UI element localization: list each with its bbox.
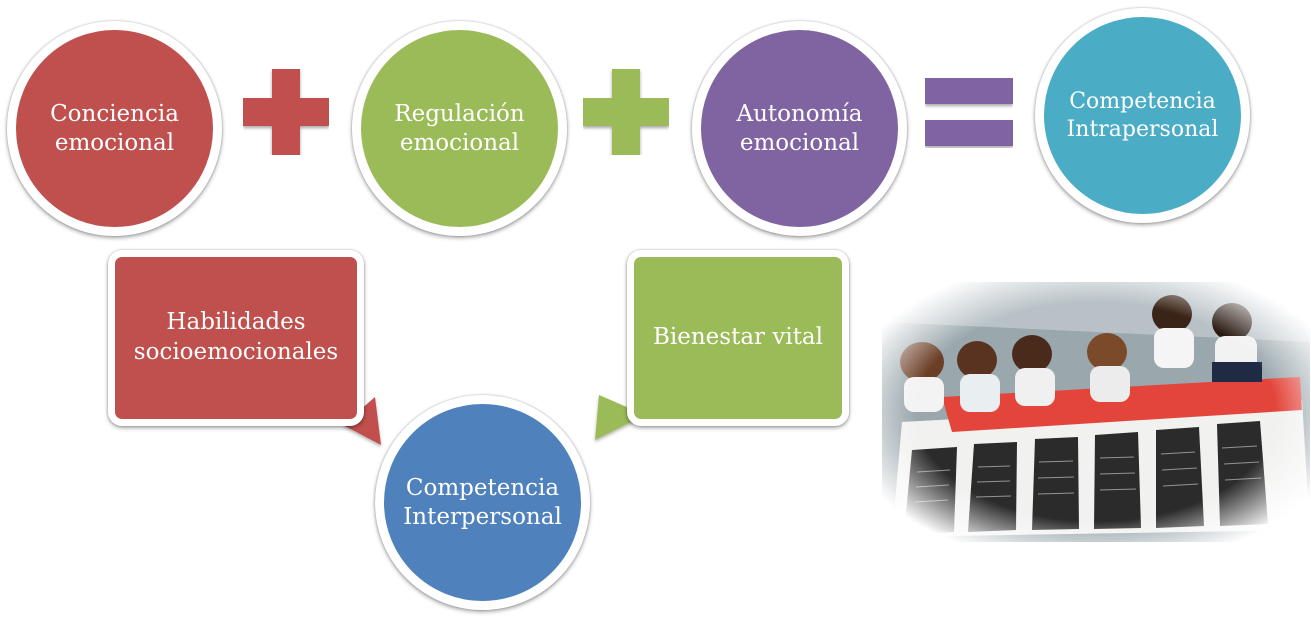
- equals-icon: [925, 78, 1013, 146]
- conciencia-emocional-circle: Conciencia emocional: [7, 21, 222, 236]
- regulacion-emocional-circle: Regulación emocional: [352, 21, 567, 236]
- habilidades-socioemocionales-box: Habilidades socioemocionales: [108, 250, 364, 426]
- plus-icon: [583, 69, 669, 155]
- competencia-intrapersonal-circle: Competencia Intrapersonal: [1035, 8, 1250, 223]
- arrow-right-icon: [595, 395, 645, 440]
- arrow-left-icon: [343, 397, 381, 445]
- children-drawing-photo: [882, 282, 1310, 542]
- competencia-interpersonal-circle: Competencia Interpersonal: [375, 395, 590, 610]
- autonomia-emocional-circle: Autonomía emocional: [692, 21, 907, 236]
- plus-icon: [243, 69, 329, 155]
- bienestar-vital-box: Bienestar vital: [627, 250, 849, 426]
